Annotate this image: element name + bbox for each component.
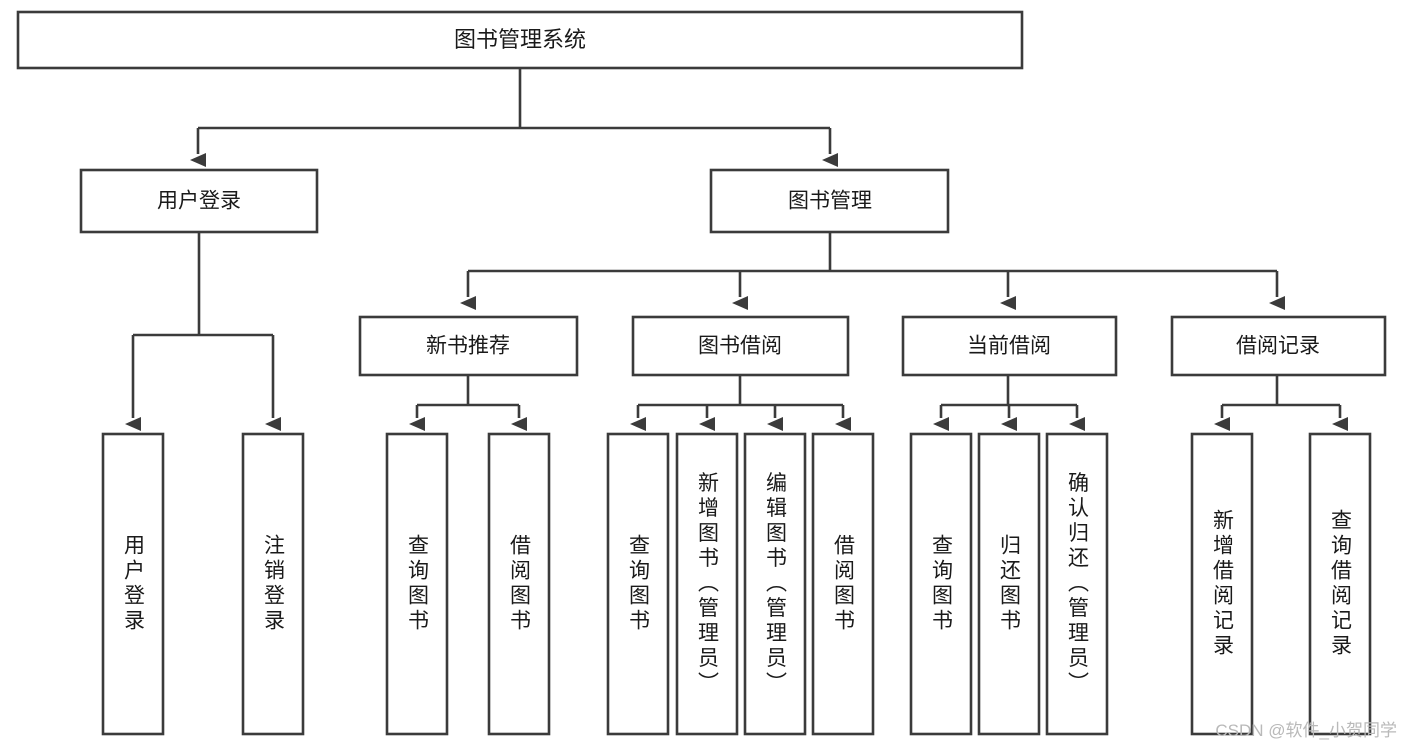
node-book-borrow[interactable]: 图书借阅 [631,315,850,377]
csdn-watermark: CSDN @软件_小贺同学 [1215,721,1397,740]
node-leaf-user-login-action[interactable]: 用户登录 [101,432,165,736]
node-label: 查询图书 [627,534,651,634]
node-label: 查询图书 [930,534,954,634]
connector-booksystem-to-level3 [460,232,1285,310]
node-new-book-recommend[interactable]: 新书推荐 [358,315,579,377]
node-label: 图书管理 [788,190,872,213]
node-current-borrow[interactable]: 当前借阅 [901,315,1118,377]
node-leaf-confirm-return-admin[interactable]: 确认归还（管理员） [1045,432,1109,736]
node-root-book-management-system[interactable]: 图书管理系统 [16,10,1024,70]
node-label: 注销登录 [262,534,286,634]
node-label: 查询借阅记录 [1329,509,1353,659]
node-label: 新增图书（管理员） [696,472,720,697]
node-label: 当前借阅 [967,335,1051,358]
node-label: 图书管理系统 [454,27,586,52]
node-leaf-query-book-recommend[interactable]: 查询图书 [385,432,449,736]
node-leaf-logout[interactable]: 注销登录 [241,432,305,736]
node-leaf-borrow-book-recommend[interactable]: 借阅图书 [487,432,551,736]
connector-root-to-level2 [190,68,838,167]
node-label: 查询图书 [406,534,430,634]
node-borrow-record[interactable]: 借阅记录 [1170,315,1387,377]
node-label: 借阅图书 [832,534,856,634]
node-leaf-add-book-admin[interactable]: 新增图书（管理员） [675,432,739,736]
node-leaf-return-book[interactable]: 归还图书 [977,432,1041,736]
node-leaf-add-borrow-record[interactable]: 新增借阅记录 [1190,432,1254,736]
connector-currentborrow-to-leaves [933,375,1085,431]
node-leaf-edit-book-admin[interactable]: 编辑图书（管理员） [743,432,807,736]
node-leaf-query-book-borrow[interactable]: 查询图书 [606,432,670,736]
node-label: 用户登录 [157,190,241,213]
connector-borrowrecord-to-leaves [1214,375,1348,431]
node-leaf-borrow-book[interactable]: 借阅图书 [811,432,875,736]
node-label: 归还图书 [998,534,1022,634]
node-book-management[interactable]: 图书管理 [709,168,950,234]
connector-userlogin-to-leaves [125,232,281,431]
node-label: 图书借阅 [698,335,782,358]
node-leaf-query-borrow-record[interactable]: 查询借阅记录 [1308,432,1372,736]
node-label: 编辑图书（管理员） [764,472,788,697]
node-label: 借阅图书 [508,534,532,634]
connector-bookborrow-to-leaves [630,375,851,431]
node-label: 新书推荐 [426,335,510,358]
node-label: 新增借阅记录 [1211,509,1235,659]
node-label: 借阅记录 [1236,335,1320,358]
node-user-login[interactable]: 用户登录 [79,168,319,234]
node-label: 确认归还（管理员） [1066,472,1090,697]
node-label: 用户登录 [122,534,146,634]
node-leaf-query-book-current[interactable]: 查询图书 [909,432,973,736]
connector-newbook-to-leaves [409,375,527,431]
